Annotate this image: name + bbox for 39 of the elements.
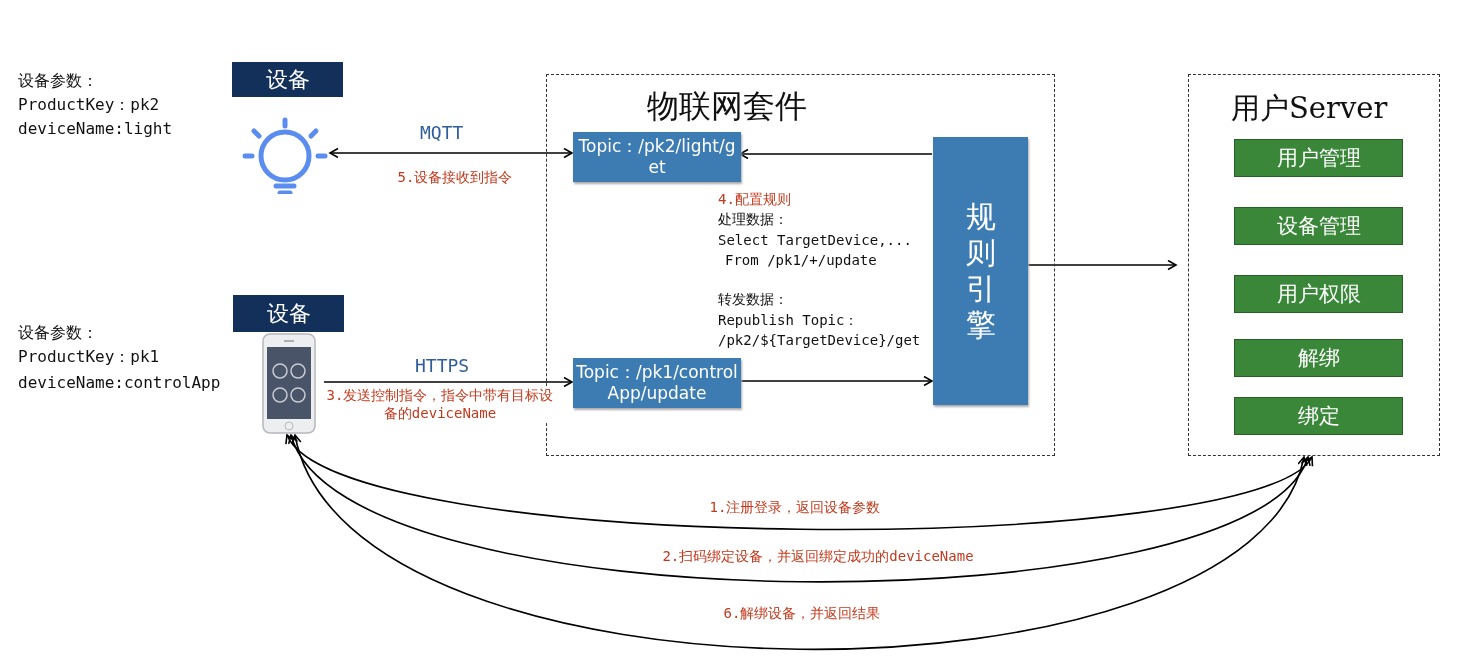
arrow [329,147,573,159]
dashed-container [1188,74,1440,456]
rule-engine-box: 规则引擎 [933,137,1028,405]
function-box: 绑定 [1234,397,1403,435]
topic-box: Topic：/pk1/controlApp/update [573,358,741,408]
protocol-label: MQTT [420,124,464,142]
function-box: 用户管理 [1234,139,1403,177]
function-box: 用户权限 [1234,275,1403,313]
step-label: 4.配置规则 [718,190,791,208]
rule-text: From /pk1/+/update [725,251,877,269]
parameter-text: 设备参数： [18,324,98,342]
rule-text: /pk2/${TargetDevice}/get [718,331,921,349]
function-box: 解绑 [1234,339,1403,377]
edge-label: 1.注册登录，返回设备参数 [709,498,881,516]
rule-text: 转发数据： [718,290,788,308]
parameter-text: ProductKey：pk1 [18,348,160,366]
light-bulb-icon [240,116,330,194]
curved-arrow [286,434,1313,531]
rule-text: Republish Topic： [718,311,859,329]
rule-text: 处理数据： [718,210,788,228]
edge-label: 6.解绑设备，并返回结果 [723,604,881,622]
container-title: 物联网套件 [647,86,807,127]
topic-box: Topic：/pk2/light/get [573,132,741,182]
parameter-text: deviceName:light [18,120,173,138]
rule-text: Select TargetDevice,... [718,231,912,249]
container-title: 用户Server [1231,90,1388,127]
parameter-text: deviceName:controlApp [18,374,221,392]
smartphone-icon [262,333,316,434]
device-header: 设备 [233,295,344,332]
curved-arrow [293,434,1306,651]
parameter-text: ProductKey：pk2 [18,96,160,114]
function-box: 设备管理 [1234,207,1403,245]
parameter-text: 设备参数： [18,72,98,90]
curved-arrow [290,434,1309,583]
arrow [323,376,573,388]
protocol-label: HTTPS [415,357,470,375]
edge-label: 5.设备接收到指令 [397,168,513,186]
device-header: 设备 [232,62,343,97]
edge-label: 2.扫码绑定设备，并返回绑定成功的deviceName [662,547,974,565]
